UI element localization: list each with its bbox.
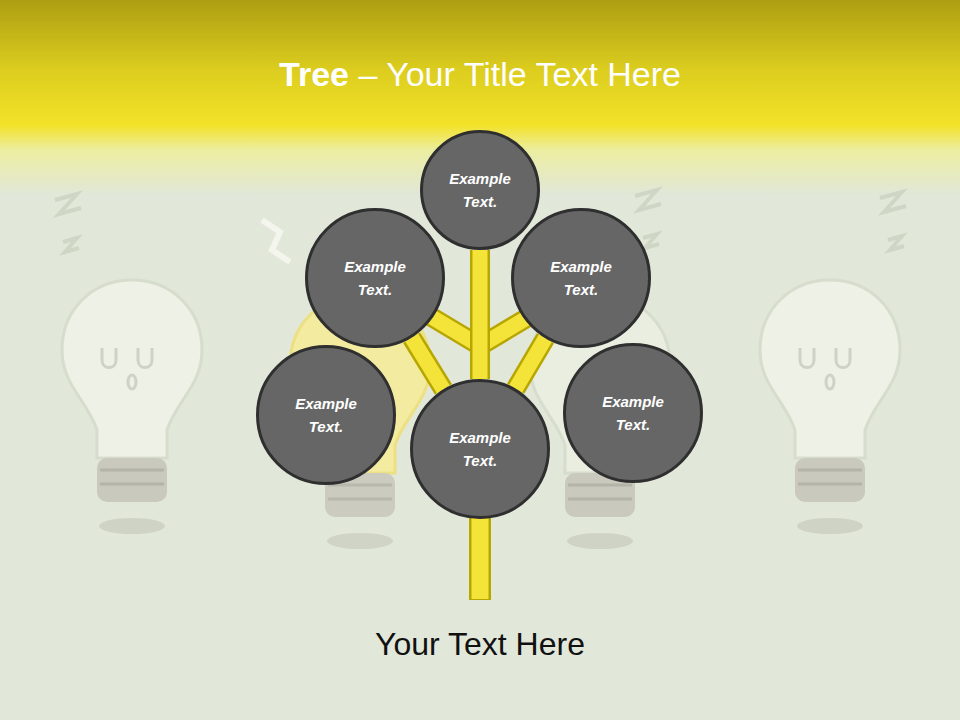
text-circle: Example Text. — [420, 130, 540, 250]
sleep-mark — [880, 192, 906, 250]
circle-outline — [258, 347, 395, 484]
circle-shape — [511, 208, 651, 348]
sleeping-bulb — [760, 280, 900, 534]
text-circle: Example Text. — [563, 343, 703, 483]
circle-shape — [305, 208, 445, 348]
tree-branch — [516, 338, 546, 388]
circle-content: Example Text. — [511, 208, 651, 348]
sleep-mark — [55, 194, 81, 252]
circle-label: Example Text. — [440, 426, 520, 472]
circle-outline — [422, 132, 539, 249]
branch-fill — [473, 250, 488, 379]
tree-branch — [480, 250, 481, 379]
circle-content: Example Text. — [256, 345, 396, 485]
circle-shape — [256, 345, 396, 485]
circle-content: Example Text. — [305, 208, 445, 348]
branch-edge — [516, 338, 546, 388]
circle-shape — [420, 130, 540, 250]
slide-title: Tree – Your Title Text Here — [0, 52, 960, 96]
circle-shape — [410, 379, 550, 519]
circle-content: Example Text. — [563, 343, 703, 483]
circle-label: Example Text. — [593, 390, 673, 436]
circle-shape — [563, 343, 703, 483]
branch-fill — [516, 338, 546, 388]
text-circle: Example Text. — [410, 379, 550, 519]
circle-label: Example Text. — [286, 392, 366, 438]
caption: Your Text Here — [0, 624, 960, 664]
circle-outline — [412, 381, 549, 518]
circle-content: Example Text. — [420, 130, 540, 250]
tree-branch — [412, 338, 444, 390]
title-rest: – Your Title Text Here — [349, 55, 681, 93]
text-circle: Example Text. — [305, 208, 445, 348]
branch-fill — [412, 338, 444, 390]
text-circle: Example Text. — [511, 208, 651, 348]
circle-outline — [513, 210, 650, 347]
text-circle: Example Text. — [256, 345, 396, 485]
sleeping-bulb — [62, 280, 202, 534]
branch-edge — [412, 338, 444, 390]
circle-label: Example Text. — [541, 255, 621, 301]
branch-edge — [470, 250, 490, 379]
circle-outline — [565, 345, 702, 482]
circle-outline — [307, 210, 444, 347]
circle-label: Example Text. — [440, 167, 520, 213]
circle-label: Example Text. — [335, 255, 415, 301]
circle-content: Example Text. — [410, 379, 550, 519]
title-lead: Tree — [279, 55, 349, 93]
spark — [262, 220, 290, 262]
